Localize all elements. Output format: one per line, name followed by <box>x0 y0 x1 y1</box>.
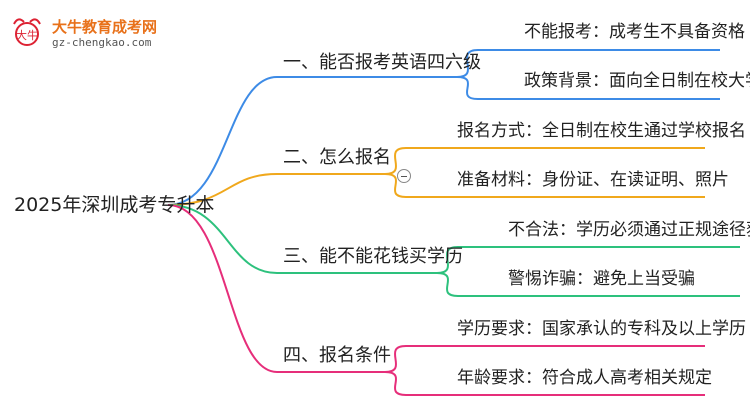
connector-leaf-2-1 <box>384 147 705 175</box>
logo-mark-text: 大牛 <box>16 28 38 42</box>
leaf-2-1[interactable]: 报名方式：全日制在校生通过学校报名 <box>457 121 746 141</box>
logo-title: 大牛教育成考网 <box>52 18 158 36</box>
connector-leaf-1-1 <box>456 49 720 78</box>
connector-leaf-4-1 <box>384 345 705 373</box>
connector-leaf-4-2 <box>384 371 705 396</box>
root-node[interactable]: 2025年深圳成考专升本 <box>14 194 215 216</box>
leaf-1-1[interactable]: 不能报考：成考生不具备资格 <box>524 22 745 42</box>
connector-branch-1 <box>167 76 457 206</box>
logo-url: gz-chengkao.com <box>52 36 152 49</box>
branch-3-node[interactable]: 三、能不能花钱买学历 <box>283 246 463 267</box>
collapse-toggle-button[interactable] <box>397 169 411 183</box>
branch-2-node[interactable]: 二、怎么报名 <box>283 147 391 168</box>
site-logo[interactable]: 大牛 大牛教育成考网 gz-chengkao.com <box>8 14 168 54</box>
branch-4-node[interactable]: 四、报名条件 <box>283 345 391 366</box>
leaf-1-2[interactable]: 政策背景：面向全日制在校大学生 <box>524 71 750 91</box>
connector-leaf-3-2 <box>436 272 740 297</box>
connector-leaf-2-2 <box>384 173 705 198</box>
branch-1-node[interactable]: 一、能否报考英语四六级 <box>283 52 481 73</box>
connector-leaf-3-1 <box>436 246 740 274</box>
leaf-2-2[interactable]: 准备材料：身份证、在读证明、照片 <box>457 170 729 190</box>
leaf-4-2[interactable]: 年龄要求：符合成人高考相关规定 <box>457 368 712 388</box>
leaf-4-1[interactable]: 学历要求：国家承认的专科及以上学历 <box>457 319 746 339</box>
connector-branch-4 <box>167 204 385 373</box>
leaf-3-2[interactable]: 警惕诈骗：避免上当受骗 <box>508 269 695 289</box>
connector-branch-2 <box>167 173 385 206</box>
connector-branch-3 <box>167 204 437 274</box>
bull-logo-icon: 大牛 <box>13 18 41 46</box>
connector-leaf-1-2 <box>456 76 720 100</box>
leaf-3-1[interactable]: 不合法：学历必须通过正规途径获得 <box>508 220 750 240</box>
